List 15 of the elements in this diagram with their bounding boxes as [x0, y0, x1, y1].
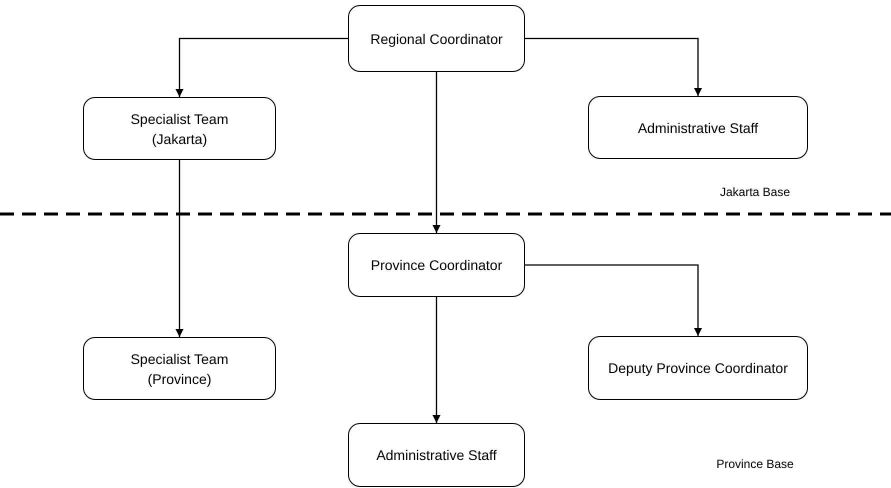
- role-box: Province Coordinator: [348, 233, 525, 297]
- arrow: [525, 38, 702, 96]
- zone-label: Jakarta Base: [718, 184, 792, 200]
- zone-label: Province Base: [715, 456, 795, 472]
- role-box: Administrative Staff: [348, 423, 525, 487]
- arrow: [432, 297, 440, 423]
- role-box: Specialist Team (Jakarta): [83, 97, 276, 160]
- role-box: Specialist Team (Province): [83, 337, 276, 400]
- role-box: Regional Coordinator: [348, 5, 525, 72]
- arrow: [432, 72, 440, 233]
- arrow: [176, 38, 348, 97]
- arrow: [525, 264, 702, 336]
- role-box: Deputy Province Coordinator: [588, 336, 808, 400]
- role-box: Administrative Staff: [588, 96, 808, 159]
- arrow: [176, 160, 184, 337]
